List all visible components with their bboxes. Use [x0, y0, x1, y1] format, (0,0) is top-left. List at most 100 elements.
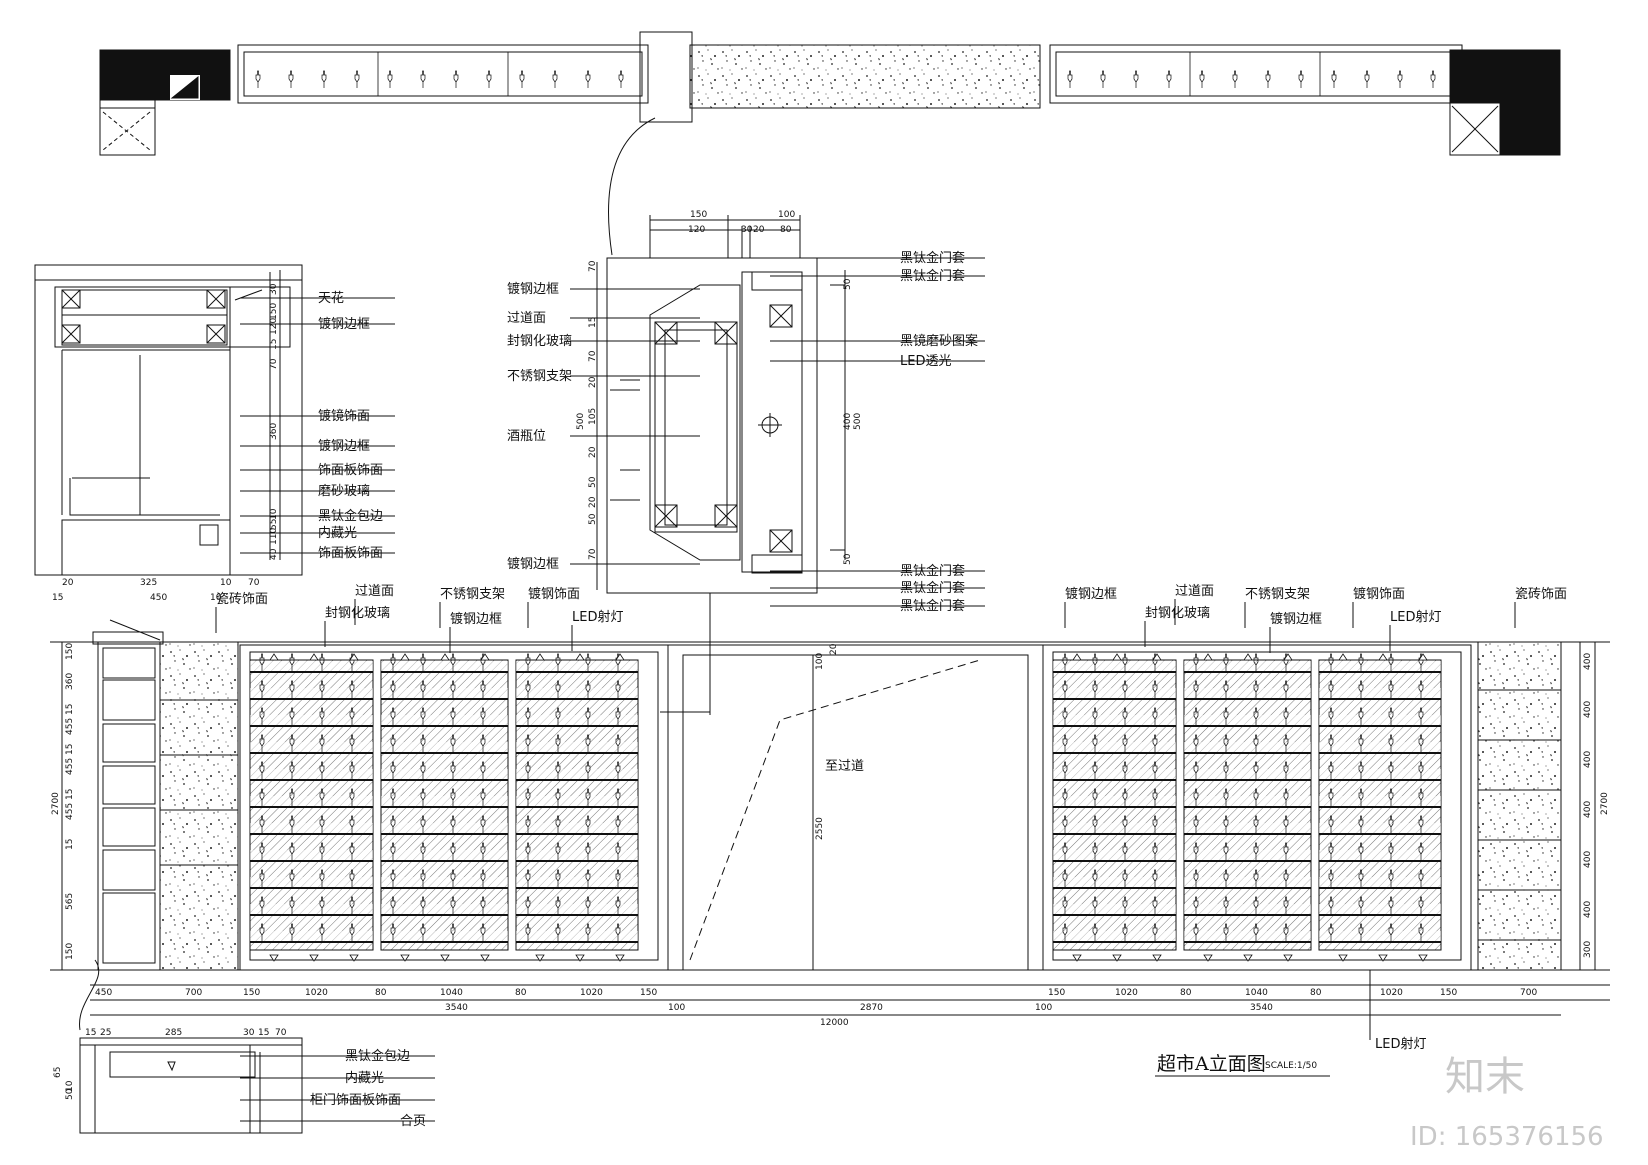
elevation-left-label: 镀钢边框	[450, 611, 502, 627]
elevation-right-label: 过道面	[1175, 584, 1214, 599]
right-height-dim: 300	[1583, 941, 1593, 958]
detail-dim-top: 80	[780, 225, 792, 235]
right-height-dim: 400	[1583, 751, 1593, 768]
bottom-dim-left: 80	[375, 988, 387, 998]
bottom-dim-right: 80	[1310, 988, 1322, 998]
bottom-dim-left: 1020	[580, 988, 603, 998]
bottom-dim-right: 1020	[1380, 988, 1403, 998]
section-bottom-dim-left: 50	[65, 1088, 75, 1100]
bottom-dim-right: 150	[1048, 988, 1065, 998]
detail-dim-left: 20	[588, 376, 598, 388]
section-left-dim: 110	[269, 528, 279, 545]
left-height-total: 2700	[51, 792, 61, 815]
right-height-dim: 400	[1583, 701, 1593, 718]
detail-dim-right: 400	[843, 413, 853, 430]
section-left-dim: 20	[62, 578, 74, 588]
section-left-dim: 325	[140, 578, 157, 588]
detail-left-label: 镀钢边框	[507, 281, 559, 297]
wine-rack-right	[1052, 653, 1442, 962]
right-height-dim: 400	[1583, 901, 1593, 918]
section-left-dim: 30	[269, 283, 279, 295]
plan-wall-left	[99, 49, 231, 101]
section-bottom	[79, 959, 303, 1134]
detail-dim-top: 120	[688, 225, 705, 235]
plan-cabinet-left	[237, 44, 649, 104]
elevation-right-label: 瓷砖饰面	[1515, 587, 1567, 602]
bottom-sub-dim: 2870	[860, 1003, 883, 1013]
plan-cabinet-right	[1049, 44, 1463, 104]
detail-left-label: 不锈钢支架	[507, 369, 572, 384]
door-height-dim: 2550	[815, 817, 825, 840]
elevation-left-label: 镀钢饰面	[528, 586, 580, 602]
bottom-total-dim: 12000	[820, 1018, 849, 1028]
section-bottom-dim: 70	[275, 1028, 287, 1038]
section-bottom-dim: 285	[165, 1028, 182, 1038]
detail-left-label: 酒瓶位	[507, 429, 546, 444]
detail-dim-left: 20	[588, 446, 598, 458]
left-height-dim: 360	[65, 673, 75, 690]
section-left-dim-total: 450	[150, 593, 167, 603]
bottom-small-dim: 100	[668, 1003, 685, 1013]
right-height-dim: 400	[1583, 801, 1593, 818]
detail-dim-left: 105	[588, 408, 598, 425]
elevation-left-label: 不锈钢支架	[440, 587, 505, 602]
right-height-dim: 400	[1583, 851, 1593, 868]
detail-dim-left: 50	[588, 513, 598, 525]
left-height-dim: 150	[65, 943, 75, 960]
section-left-dim: 55	[269, 519, 279, 530]
left-height-dim: 15	[65, 789, 75, 800]
section-left	[34, 264, 303, 576]
bottom-dim-right: 1040	[1245, 988, 1268, 998]
section-left-dim: 40	[269, 548, 279, 560]
section-bottom-dim: 15	[258, 1028, 269, 1038]
left-height-dim: 15	[65, 839, 75, 850]
door-frame	[667, 644, 1044, 971]
elevation-right-label: 镀钢边框	[1065, 586, 1117, 602]
detail-left-label: 过道面	[507, 311, 546, 326]
section-left-dim: 15	[269, 339, 279, 350]
elevation-right-label: 镀钢饰面	[1353, 586, 1405, 602]
detail-dim-left: 15	[588, 317, 598, 328]
stone-left	[159, 641, 239, 971]
watermark-id: ID: 165376156	[1410, 1122, 1604, 1152]
bottom-dim-right: 80	[1180, 988, 1192, 998]
left-height-dim: 455	[65, 803, 75, 820]
section-left-dim: 150	[269, 303, 279, 320]
detail-dim-left: 70	[588, 350, 598, 362]
bottom-dim-right: 150	[1440, 988, 1457, 998]
bottom-dim-left: 700	[185, 988, 202, 998]
plan-door-stone	[689, 44, 1041, 109]
detail-dim-left: 20	[588, 496, 598, 508]
elevation-right-label: 不锈钢支架	[1245, 587, 1310, 602]
bottom-dim-left: 450	[95, 988, 112, 998]
elevation-left-label: 封钢化玻璃	[325, 606, 390, 621]
detail-dim-top: 150	[690, 210, 707, 220]
left-height-dim: 455	[65, 758, 75, 775]
detail-dim-right: 500	[853, 413, 863, 430]
led-bottom-label: LED射灯	[1375, 1036, 1426, 1052]
bottom-dim-right: 700	[1520, 988, 1537, 998]
tall-cabinet-left	[97, 641, 161, 971]
right-height-dim: 400	[1583, 653, 1593, 670]
detail-dim-left: 70	[588, 548, 598, 560]
bottom-dim-left: 80	[515, 988, 527, 998]
section-bottom-dim-left: 65	[53, 1067, 63, 1078]
left-height-dim: 15	[65, 744, 75, 755]
section-bottom-dim-left: 10	[65, 1080, 75, 1092]
detail-left-label: 镀钢边框	[507, 556, 559, 572]
bottom-dim-left: 1040	[440, 988, 463, 998]
bottom-dim-left: 150	[640, 988, 657, 998]
elevation-right-label: 镀钢边框	[1270, 611, 1322, 627]
detail-dim-right: 50	[843, 278, 853, 290]
door-top-dim: 100	[815, 653, 825, 670]
elevation-right-label: LED射灯	[1390, 609, 1441, 625]
section-left-dim: 10	[269, 508, 279, 520]
section-bottom-dim: 25	[100, 1028, 111, 1038]
section-left-dim: 360	[269, 423, 279, 440]
detail-dim-left: 70	[588, 260, 598, 272]
detail-dim-right: 50	[843, 553, 853, 565]
section-left-dim: 70	[269, 358, 279, 370]
left-height-dim: 150	[65, 643, 75, 660]
section-left-dim-sub2: 15	[52, 593, 63, 603]
bottom-small-dim: 100	[1035, 1003, 1052, 1013]
